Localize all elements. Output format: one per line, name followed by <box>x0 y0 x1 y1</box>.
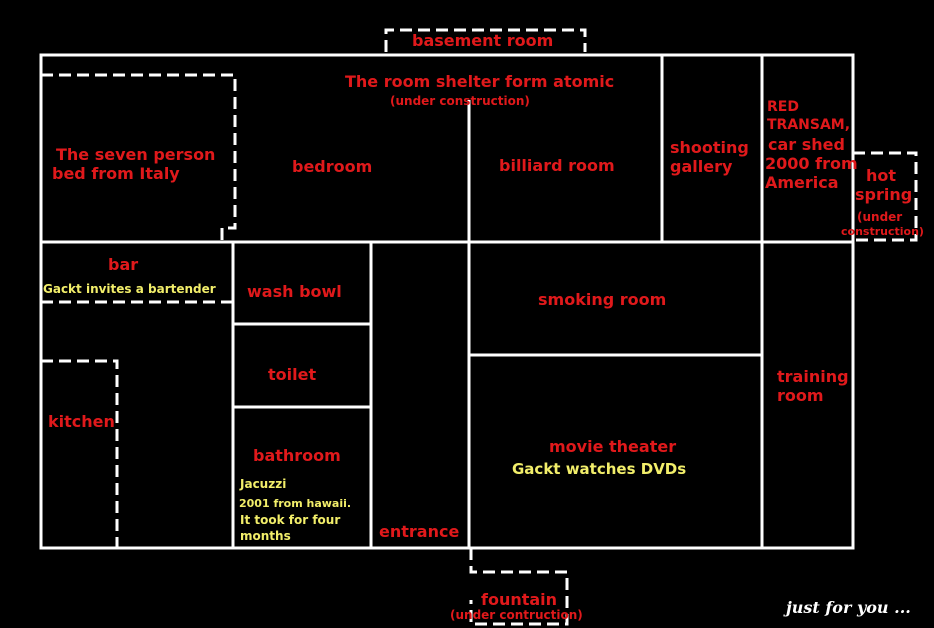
toilet-label: toilet <box>268 365 317 384</box>
movie-theater-label: movie theater <box>549 437 677 456</box>
kitchen-label: kitchen <box>48 412 115 431</box>
training-room-label-2: room <box>777 386 824 405</box>
entrance-label: entrance <box>379 522 460 541</box>
jacuzzi-note-2: 2001 from hawaii. <box>239 497 352 510</box>
fountain-note: (under contruction) <box>450 608 583 622</box>
bar-label: bar <box>108 255 139 274</box>
shooting-gallery-label-1: shooting <box>670 138 749 157</box>
seven-bed-label-1: The seven person <box>56 145 216 164</box>
jacuzzi-note-3: It took for four <box>240 513 341 527</box>
hot-spring-label-1: hot <box>866 166 897 185</box>
car-shed-label-4: 2000 from <box>765 154 858 173</box>
car-shed-label-3: car shed <box>768 135 845 154</box>
car-shed-label-1: RED <box>767 99 799 115</box>
bar-note: Gackt invites a bartender <box>43 282 216 296</box>
jacuzzi-note-4: months <box>240 529 291 543</box>
jacuzzi-note-1: Jacuzzi <box>240 477 287 491</box>
outer-wall <box>39 53 855 550</box>
signature-text: just for you ... <box>786 598 911 617</box>
training-room-label-1: training <box>777 367 849 386</box>
car-shed-label-2: TRANSAM, <box>767 117 851 133</box>
kitchen-outline <box>41 359 119 548</box>
basement-outline <box>384 28 587 52</box>
fountain-outline <box>469 548 569 626</box>
seven-bed-outline <box>41 73 237 242</box>
movie-theater-note: Gackt watches DVDs <box>512 460 687 478</box>
basement-room-label: basement room <box>412 31 554 50</box>
hot-spring-note-1: (under <box>857 210 903 224</box>
bathroom-label: bathroom <box>253 446 341 465</box>
hot-spring-label-2: spring <box>855 185 913 204</box>
seven-bed-label-2: bed from Italy <box>52 164 180 183</box>
shelter-note-label: (under construction) <box>390 94 530 108</box>
hot-spring-note-2: construction) <box>841 225 924 238</box>
car-shed-label-5: America <box>765 173 839 192</box>
wash-bowl-label: wash bowl <box>247 282 342 301</box>
fountain-label: fountain <box>481 590 558 609</box>
billiard-room-label: billiard room <box>499 156 615 175</box>
hot-spring-outline <box>853 151 918 242</box>
shelter-title-label: The room shelter form atomic <box>345 72 615 91</box>
bedroom-label: bedroom <box>292 157 373 176</box>
shooting-gallery-label-2: gallery <box>670 157 733 176</box>
smoking-room-label: smoking room <box>538 290 667 309</box>
